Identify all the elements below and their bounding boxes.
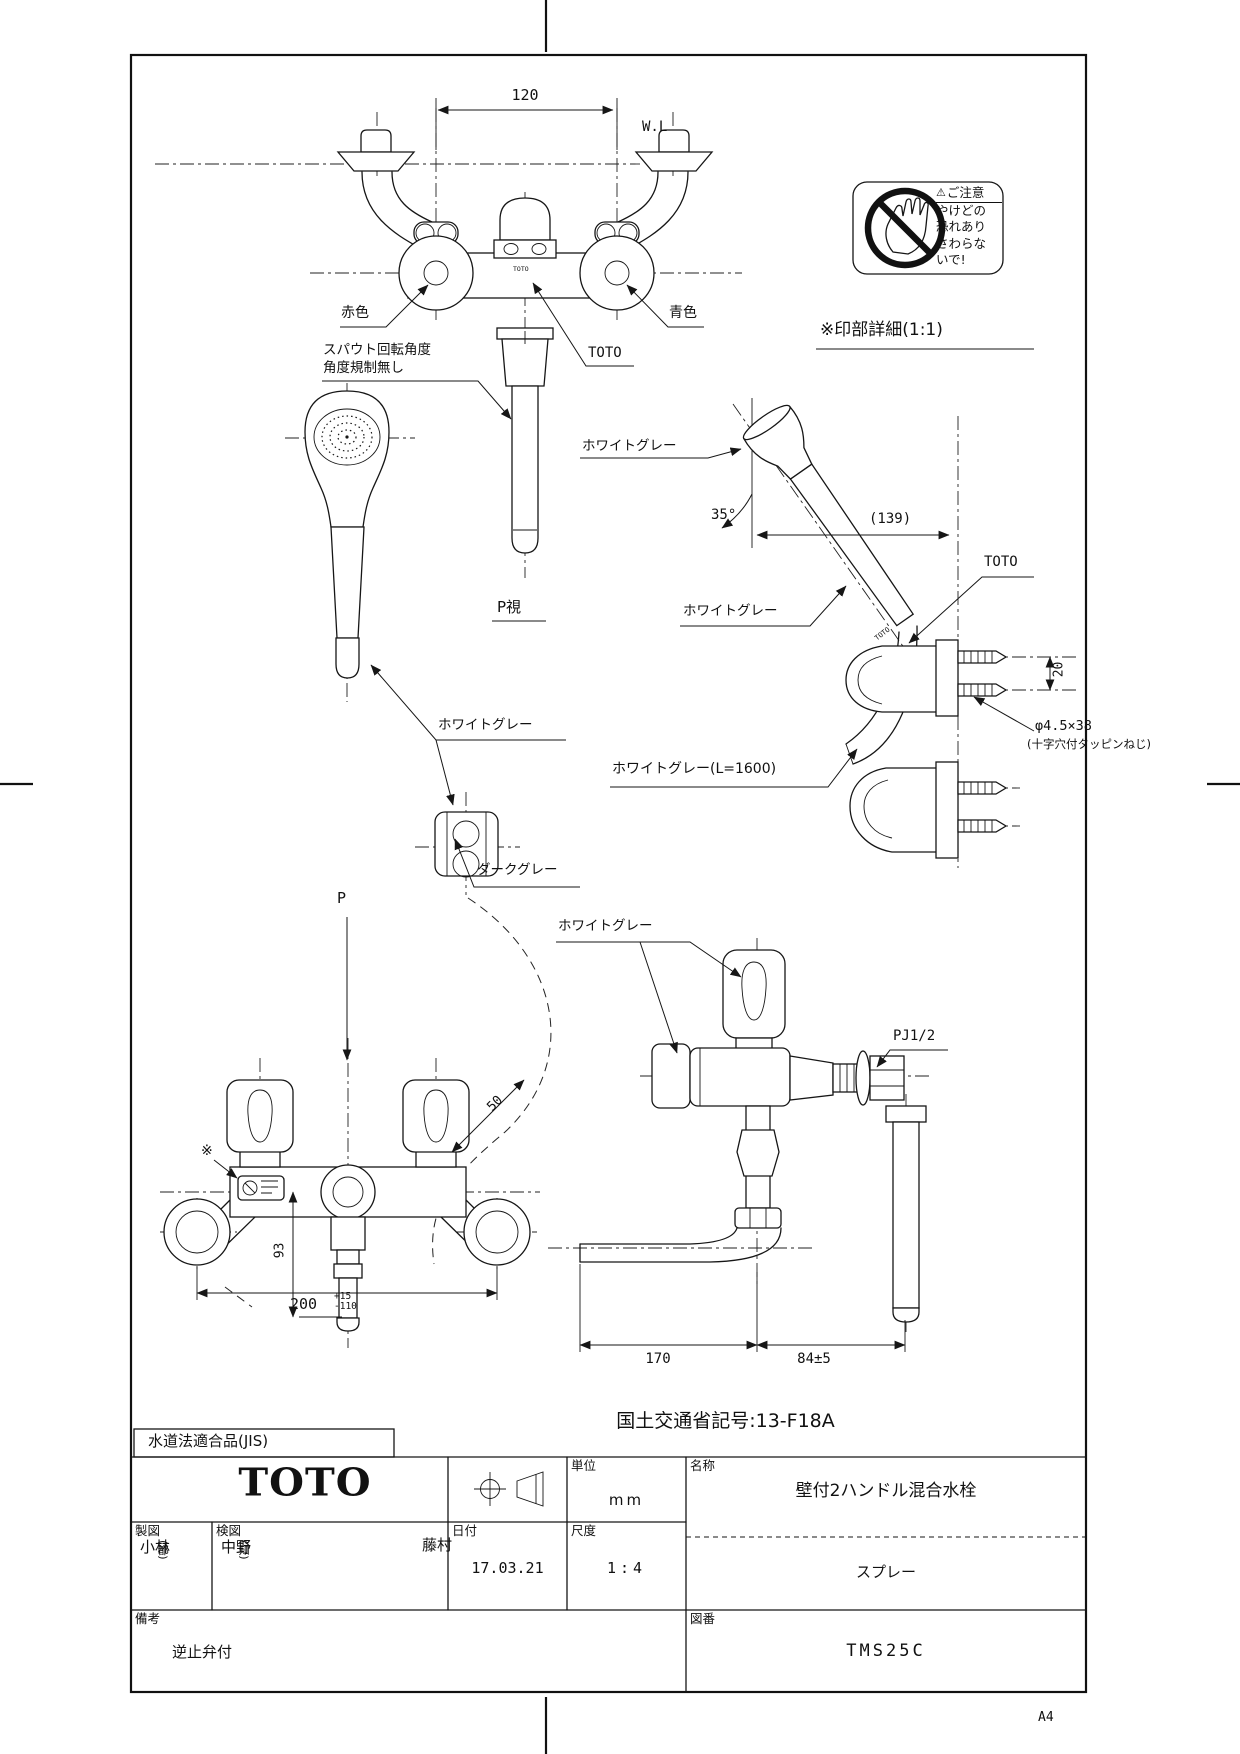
drafter-text: 小林	[140, 1538, 171, 1556]
scale-value: 1:4	[606, 1559, 647, 1577]
scale-label: 尺度	[571, 1523, 597, 1538]
hot-side-label: 赤色	[341, 305, 369, 321]
warning-triangle-icon: ⚠	[936, 186, 946, 199]
drafter-label: 製図	[135, 1523, 161, 1538]
dim-170: 170	[645, 1351, 671, 1367]
projection-symbol-icon	[474, 1471, 544, 1507]
dwgno-label: 図番	[690, 1611, 716, 1626]
dim-93: 93	[272, 1242, 288, 1259]
drawing-border	[129, 53, 1088, 1694]
sheet-size: A4	[1038, 1710, 1054, 1725]
caution-line: さわらな	[936, 235, 987, 251]
checker-name: 中野 (知)	[221, 1538, 252, 1560]
product-name: 壁付2ハンドル混合水栓	[795, 1481, 977, 1501]
unit-value: mm	[608, 1491, 645, 1509]
approver-name: 藤村	[422, 1536, 453, 1554]
screw-spec: φ4.5×38	[1035, 718, 1092, 734]
caution-line: やけどの	[936, 202, 987, 218]
cold-side-label: 青色	[669, 305, 697, 321]
leader-lines	[213, 282, 1035, 1179]
caution-title: ご注意	[946, 185, 985, 200]
remarks-label: 備考	[135, 1611, 161, 1626]
caution-line: いで!	[936, 252, 966, 267]
dwgno-value: TMS25C	[846, 1641, 926, 1661]
date-label: 日付	[452, 1523, 478, 1538]
tolerance-plus: +15	[334, 1291, 352, 1302]
caution-label-box	[852, 181, 1004, 275]
dim-120: 120	[511, 86, 539, 104]
checker-sub: (知)	[237, 1540, 251, 1560]
dim-200-tolerance: +15 -110	[334, 1292, 357, 1312]
product-subname: スプレー	[855, 1563, 916, 1581]
thread-pj12: PJ1/2	[893, 1028, 936, 1044]
view-p-label: P視	[497, 598, 522, 616]
hand-shower-front	[304, 390, 390, 679]
detail-note: ※印部詳細(1:1)	[820, 320, 943, 340]
hose-hook-part	[434, 811, 499, 878]
tolerance-minus: -110	[334, 1301, 357, 1312]
caution-line: 恐れあり	[936, 219, 987, 234]
hook-color-label: ダークグレー	[477, 862, 558, 878]
body-color-label: ホワイトグレー	[683, 603, 778, 619]
hose-color-label: ホワイトグレー(L=1600)	[612, 761, 777, 777]
checker-text: 中野	[221, 1538, 252, 1556]
brand-stamp-top: TOTO	[513, 265, 529, 273]
spout-note-line1: スパウト回転角度	[323, 342, 431, 358]
side-view-faucet	[579, 949, 927, 1323]
angle-35: 35°	[711, 507, 737, 523]
screw-note: (十字穴付タッピンねじ)	[1027, 737, 1151, 751]
name-label: 名称	[690, 1458, 716, 1473]
brand-callout-top: TOTO	[588, 345, 622, 361]
dim-20: 20	[1051, 661, 1067, 678]
drafter-name: 小林 (都)	[140, 1538, 171, 1560]
head-color-label: ホワイトグレー	[582, 438, 677, 454]
dim-139: (139)	[869, 511, 912, 527]
jis-compliance: 水道法適合品(JIS)	[148, 1432, 269, 1450]
ref-asterisk: ※	[201, 1143, 213, 1159]
dim-84: 84±5	[797, 1351, 831, 1367]
drafter-sub: (都)	[156, 1540, 170, 1560]
date-value: 17.03.21	[471, 1559, 544, 1577]
wall-line-label: W.L	[642, 119, 668, 135]
spout-note-line2: 角度規制無し	[323, 360, 404, 376]
unit-label: 単位	[571, 1458, 597, 1473]
mlit-code: 国土交通省記号:13-F18A	[616, 1410, 835, 1432]
dim-200: 200	[290, 1295, 318, 1313]
remarks-value: 逆止弁付	[172, 1643, 233, 1661]
side-color-label: ホワイトグレー	[558, 918, 653, 934]
top-view-faucet	[336, 129, 714, 622]
dimensions	[196, 98, 1055, 1352]
holder-color-label: ホワイトグレー	[438, 717, 533, 733]
brand-callout-shower: TOTO	[984, 554, 1018, 570]
toto-logo: TOTO	[238, 1460, 372, 1505]
hand-shower-side	[742, 398, 1008, 859]
caution-text: ⚠ご注意 やけどの 恐れあり さわらな いで!	[936, 185, 1002, 269]
view-direction-p: P	[337, 889, 347, 907]
title-block-lines	[130, 1428, 1087, 1693]
checker-label: 検図	[216, 1523, 242, 1538]
